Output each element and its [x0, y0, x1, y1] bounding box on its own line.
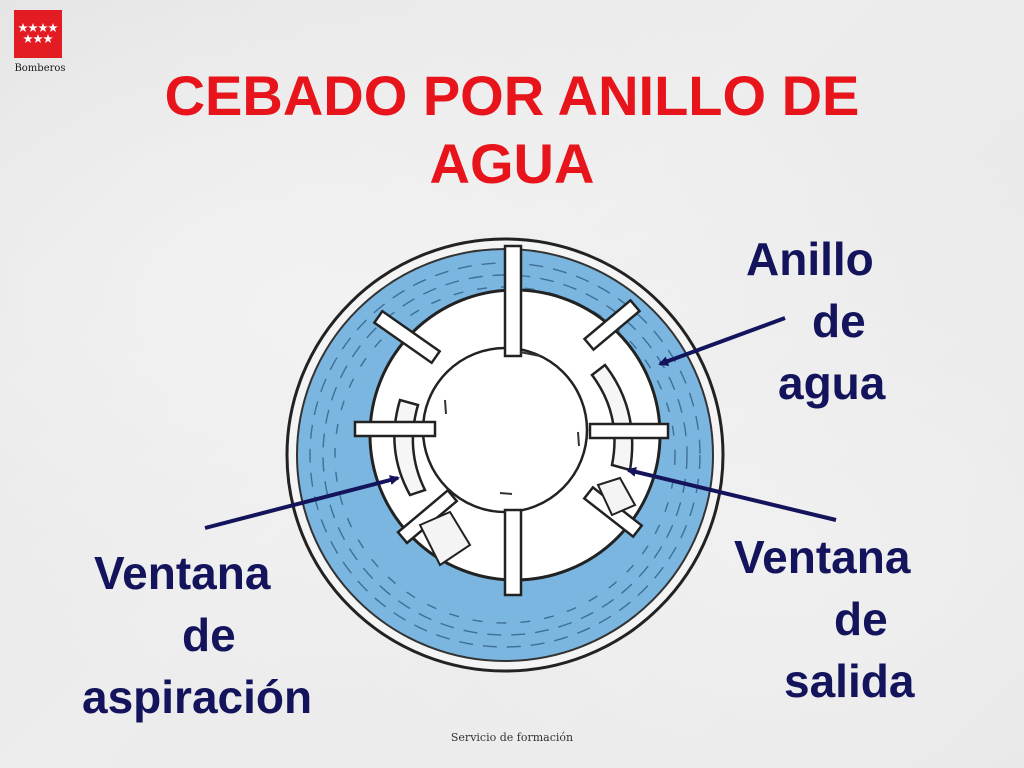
inlet-port-arrow	[204, 475, 400, 530]
outlet-port-label: Ventana de salida	[730, 526, 980, 712]
comunidad-madrid-logo	[14, 10, 62, 58]
outlet-pocket	[596, 476, 637, 517]
impeller-blades	[353, 244, 670, 597]
water-ring-label: Anillo de agua	[740, 228, 930, 414]
inlet-port-label-line1: Ventana	[94, 547, 271, 599]
outlet-port-label-line3: salida	[784, 655, 915, 707]
cavity-marks	[444, 351, 580, 495]
logo-caption: Bomberos	[14, 63, 66, 74]
inlet-port-label: Ventana de aspiración	[70, 542, 390, 728]
stars-icon	[18, 23, 58, 43]
blade	[353, 420, 437, 438]
blade	[503, 508, 523, 597]
inlet-port-label-line3: aspiración	[82, 671, 313, 723]
blade	[503, 244, 523, 358]
blade	[588, 422, 670, 440]
inlet-port-label-line2: de	[182, 609, 236, 661]
title-line-1: CEBADO POR ANILLO DE	[164, 64, 860, 127]
outlet-port-shape	[590, 363, 634, 472]
title-line-2: AGUA	[429, 132, 595, 195]
water-ring-label-line1: Anillo	[746, 233, 874, 285]
outlet-port-label-line2: de	[834, 593, 888, 645]
inlet-pocket	[418, 510, 472, 567]
water-ring-label-line2: de	[812, 295, 866, 347]
water-ring-arrow	[658, 316, 786, 366]
footer-text: Servicio de formación	[450, 731, 574, 744]
outlet-port-arrow	[626, 467, 837, 522]
impeller-hub	[421, 346, 589, 514]
slide-title: CEBADO POR ANILLO DE AGUA	[40, 62, 984, 198]
outlet-port-label-line1: Ventana	[734, 531, 911, 583]
water-ring-label-line3: agua	[778, 357, 886, 409]
blade	[582, 298, 642, 352]
blade	[372, 309, 442, 365]
